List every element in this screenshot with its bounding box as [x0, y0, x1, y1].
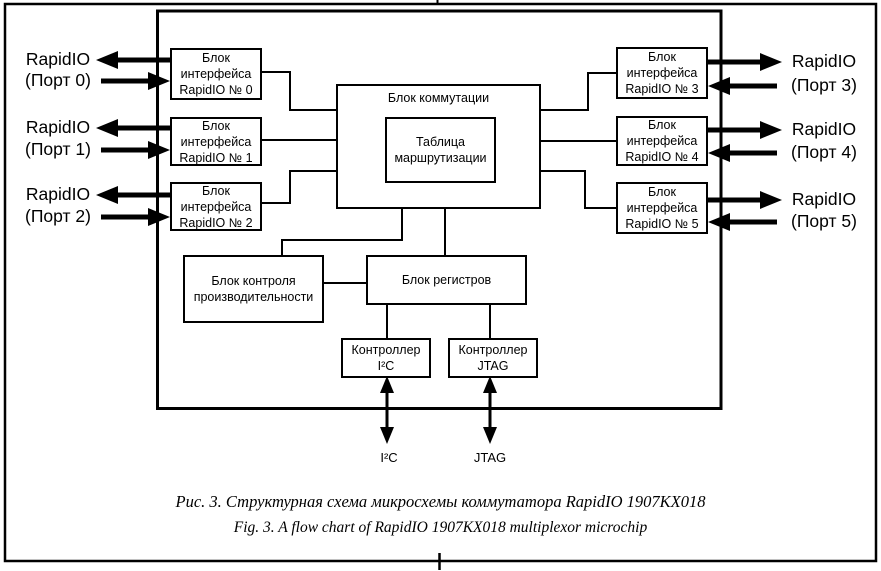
- i2c-bidirectional-arrow: [380, 376, 394, 444]
- routing-table-block: Таблица маршрутизации: [385, 117, 496, 183]
- port2-number-label: (Порт 2): [25, 206, 91, 226]
- interface-block-3: Блок интерфейса RapidIO № 3: [616, 47, 708, 99]
- wire-switch-if5: [540, 170, 616, 209]
- port4-in-arrow: [708, 144, 777, 162]
- port1-rapidio-label: RapidIO: [25, 117, 91, 137]
- switching-block-title: Блок коммутации: [387, 91, 490, 105]
- interface-block-5: Блок интерфейса RapidIO № 5: [616, 182, 708, 234]
- registers-block: Блок регистров: [366, 255, 527, 305]
- wire-if0-switch: [262, 71, 336, 111]
- wire-switch-performance: [281, 209, 403, 256]
- port5-in-arrow: [708, 213, 777, 231]
- port5-rapidio-label: RapidIO: [791, 189, 857, 209]
- interface-block-0: Блок интерфейса RapidIO № 0: [170, 48, 262, 100]
- port0-in-arrow: [101, 72, 170, 90]
- port5-out-arrow: [708, 191, 782, 209]
- port1-in-arrow: [101, 141, 170, 159]
- port2-out-arrow: [96, 186, 170, 204]
- port0-number-label: (Порт 0): [25, 70, 91, 90]
- caption-english: Fig. 3. A flow chart of RapidIO 1907КХ01…: [233, 519, 648, 536]
- port-arrows-left: [96, 51, 170, 226]
- port5-number-label: (Порт 5): [791, 211, 857, 231]
- jtag-external-label: JTAG: [473, 450, 507, 465]
- port-arrows-right: [708, 53, 782, 231]
- performance-control-block: Блок контроля производительности: [183, 255, 324, 323]
- i2c-controller-block: Контроллер I²C: [341, 338, 431, 378]
- port2-in-arrow: [101, 208, 170, 226]
- port1-out-arrow: [96, 119, 170, 137]
- caption-russian: Рис. 3. Структурная схема микросхемы ком…: [175, 492, 706, 511]
- wire-if2-switch: [262, 170, 336, 204]
- port0-rapidio-label: RapidIO: [25, 49, 91, 69]
- port0-out-arrow: [96, 51, 170, 69]
- wire-switch-if3: [540, 72, 616, 111]
- interface-block-4: Блок интерфейса RapidIO № 4: [616, 116, 708, 166]
- port3-rapidio-label: RapidIO: [791, 51, 857, 71]
- port4-rapidio-label: RapidIO: [791, 119, 857, 139]
- port2-rapidio-label: RapidIO: [25, 184, 91, 204]
- interface-block-1: Блок интерфейса RapidIO № 1: [170, 117, 262, 166]
- i2c-external-label: I²C: [380, 450, 398, 465]
- external-bus-arrows: [380, 376, 497, 444]
- port3-in-arrow: [708, 77, 777, 95]
- port4-number-label: (Порт 4): [791, 142, 857, 162]
- jtag-controller-block: Контроллер JTAG: [448, 338, 538, 378]
- port3-number-label: (Порт 3): [791, 75, 857, 95]
- internal-connectors: [262, 71, 616, 339]
- port4-out-arrow: [708, 121, 782, 139]
- jtag-bidirectional-arrow: [483, 376, 497, 444]
- chip-boundary: [156, 9, 723, 410]
- port3-out-arrow: [708, 53, 782, 71]
- port1-number-label: (Порт 1): [25, 139, 91, 159]
- interface-block-2: Блок интерфейса RapidIO № 2: [170, 182, 262, 231]
